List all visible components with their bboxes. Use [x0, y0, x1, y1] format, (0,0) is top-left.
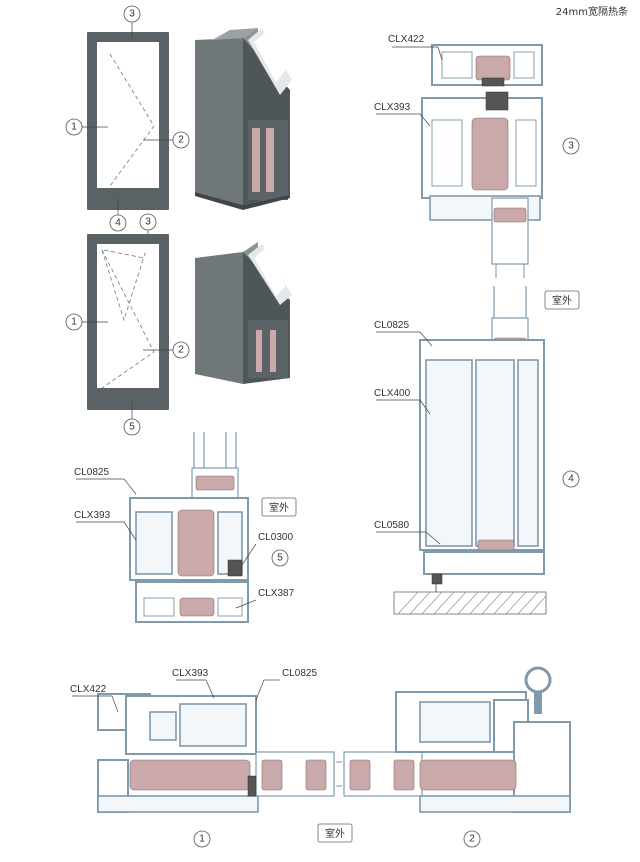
marker-2-label: 2: [178, 135, 184, 146]
break-lines: [336, 761, 342, 787]
section-middle-right: [419, 286, 545, 585]
marker-circle-2-second: 2: [143, 341, 190, 359]
marker-circle-1-top: 1: [65, 118, 108, 136]
marker-1-label: 1: [199, 834, 205, 845]
label-cl0825-left: CL0825: [74, 467, 109, 478]
marker-3-label: 3: [568, 141, 574, 152]
marker-1-label: 1: [71, 317, 77, 328]
outside-tag-right: 室外: [544, 290, 580, 310]
label-clx422-top: CLX422: [388, 34, 425, 45]
label-clx400: CLX400: [374, 388, 411, 399]
floor-hatch: [393, 584, 547, 615]
marker-4-label: 4: [115, 218, 121, 229]
label-clx393-left: CLX393: [74, 510, 111, 521]
label-clx393-top: CLX393: [374, 102, 411, 113]
marker-circle-5-second: 5: [123, 400, 141, 436]
marker-2-label: 2: [178, 345, 184, 356]
label-cl0825-bottom: CL0825: [282, 668, 317, 679]
section-bottom-right: [343, 666, 571, 813]
section-top-right: [421, 44, 543, 278]
marker-circle-5-left: 5: [271, 549, 289, 567]
section-middle-left: [129, 432, 249, 623]
marker-3-label: 3: [129, 9, 135, 20]
marker-2-label: 2: [469, 834, 475, 845]
marker-circle-2-top: 2: [143, 131, 190, 149]
outside-tag-middle: 室外: [261, 497, 297, 517]
marker-1-label: 1: [71, 122, 77, 133]
marker-circle-4-top: 4: [109, 198, 127, 232]
label-clx393-bottom: CLX393: [172, 668, 209, 679]
marker-circle-2-bottom: 2: [463, 830, 481, 848]
marker-5-label: 5: [129, 422, 135, 433]
elevation-window-1: [87, 32, 169, 210]
marker-5-label: 5: [277, 553, 283, 564]
outside-label: 室外: [552, 294, 572, 307]
label-cl0300: CL0300: [258, 532, 293, 543]
outside-tag-bottom: 室外: [317, 823, 353, 843]
label-cl0580: CL0580: [374, 520, 409, 531]
marker-circle-1-second: 1: [65, 313, 108, 331]
label-clx422-bottom: CLX422: [70, 684, 107, 695]
marker-circle-3-top: 3: [123, 5, 141, 38]
profile-3d-render-1: [195, 28, 292, 210]
elevation-window-2: [87, 234, 169, 410]
marker-circle-1-bottom: 1: [193, 830, 211, 848]
marker-circle-4-right: 4: [562, 470, 580, 488]
marker-4-label: 4: [568, 474, 574, 485]
page-title: 24mm宽隔热条: [556, 5, 628, 18]
marker-3-label: 3: [145, 217, 151, 228]
label-clx387: CLX387: [258, 588, 295, 599]
section-bottom-left: [97, 693, 335, 813]
marker-circle-3-right: 3: [562, 137, 580, 155]
label-cl0825-mid: CL0825: [374, 320, 409, 331]
profile-3d-render-2: [195, 242, 292, 384]
outside-label: 室外: [269, 501, 289, 514]
outside-label: 室外: [325, 827, 345, 840]
